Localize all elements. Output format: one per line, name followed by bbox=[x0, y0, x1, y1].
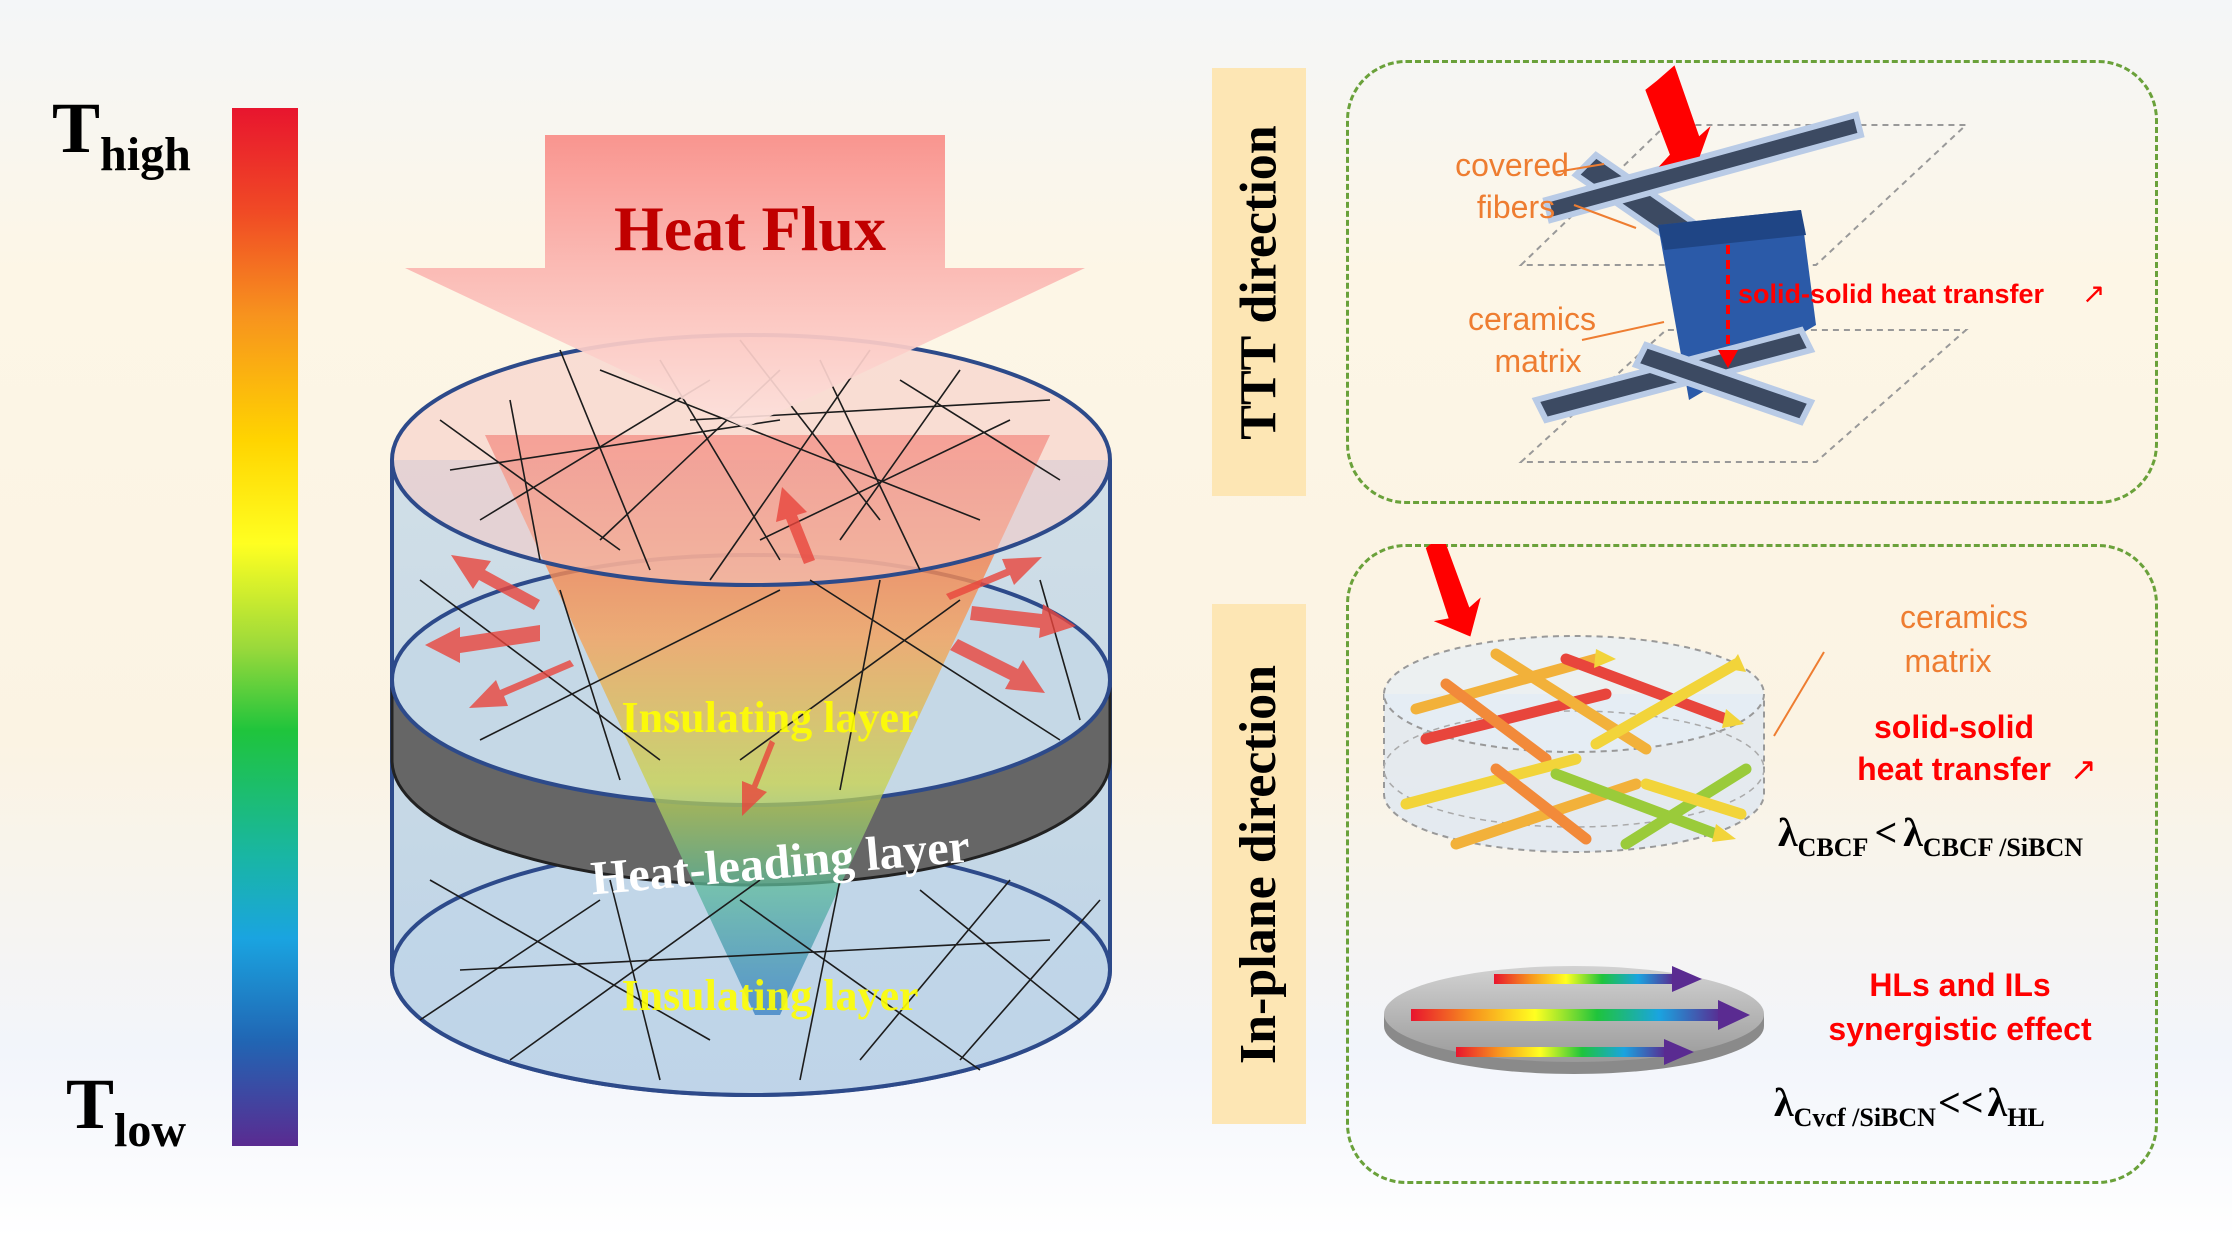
inplane-transfer-line1: solid-solid bbox=[1874, 709, 2034, 745]
inplane-equation-2: λCvcf /SiBCN<<λHL bbox=[1774, 1080, 2045, 1132]
t-high-main: T bbox=[52, 88, 101, 168]
inplane-synergy-line1: HLs and ILs bbox=[1869, 967, 2050, 1003]
t-high-label: Thigh bbox=[52, 92, 191, 179]
insulating-layer-top-label: Insulating layer bbox=[621, 693, 918, 742]
t-low-main: T bbox=[66, 1064, 115, 1144]
ttt-direction-label: TTT direction bbox=[1230, 124, 1288, 440]
inplane-up-arrow: ↗ bbox=[2070, 751, 2097, 787]
t-low-sub: low bbox=[114, 1104, 187, 1157]
heat-flux-arrow bbox=[405, 135, 1085, 428]
inplane-direction-tag: In-plane direction bbox=[1212, 604, 1306, 1124]
inplane-schematic: ceramics matrix solid-solid heat transfe… bbox=[1383, 544, 2097, 1132]
inplane-direction-label: In-plane direction bbox=[1230, 664, 1288, 1064]
inplane-equation-1: λCBCF<λCBCF /SiBCN bbox=[1778, 810, 2083, 862]
temperature-colorbar bbox=[232, 108, 298, 1146]
ttt-up-arrow: ↗ bbox=[2082, 278, 2105, 309]
ttt-direction-tag: TTT direction bbox=[1212, 68, 1306, 496]
inplane-ceramics-line1: ceramics bbox=[1900, 599, 2028, 635]
ttt-covered-line1: covered bbox=[1455, 147, 1569, 183]
ttt-panel-frame bbox=[1346, 60, 2158, 504]
ttt-ceramics-line2: matrix bbox=[1494, 343, 1581, 379]
ttt-transfer-label: solid-solid heat transfer bbox=[1738, 279, 2045, 309]
t-high-sub: high bbox=[100, 128, 191, 181]
t-low-label: Tlow bbox=[66, 1068, 186, 1155]
ttt-ceramics-line1: ceramics bbox=[1468, 301, 1596, 337]
inplane-ceramics-line2: matrix bbox=[1904, 643, 1991, 679]
insulating-layer-bottom-label: Insulating layer bbox=[621, 971, 918, 1020]
cylinder-figure: Heat Flux Insulating layer Heat-leading … bbox=[390, 135, 1112, 1097]
lateral-heat-arrows bbox=[425, 487, 1076, 816]
ttt-covered-line2: fibers bbox=[1477, 189, 1555, 225]
ttt-schematic: covered fibers ceramics matrix solid-sol… bbox=[1455, 65, 2105, 463]
inplane-transfer-line2: heat transfer bbox=[1857, 751, 2051, 787]
inplane-synergy-line2: synergistic effect bbox=[1828, 1011, 2092, 1047]
heat-cone bbox=[485, 435, 1050, 1015]
heat-flux-label: Heat Flux bbox=[614, 193, 886, 264]
inplane-panel-frame bbox=[1346, 544, 2158, 1184]
